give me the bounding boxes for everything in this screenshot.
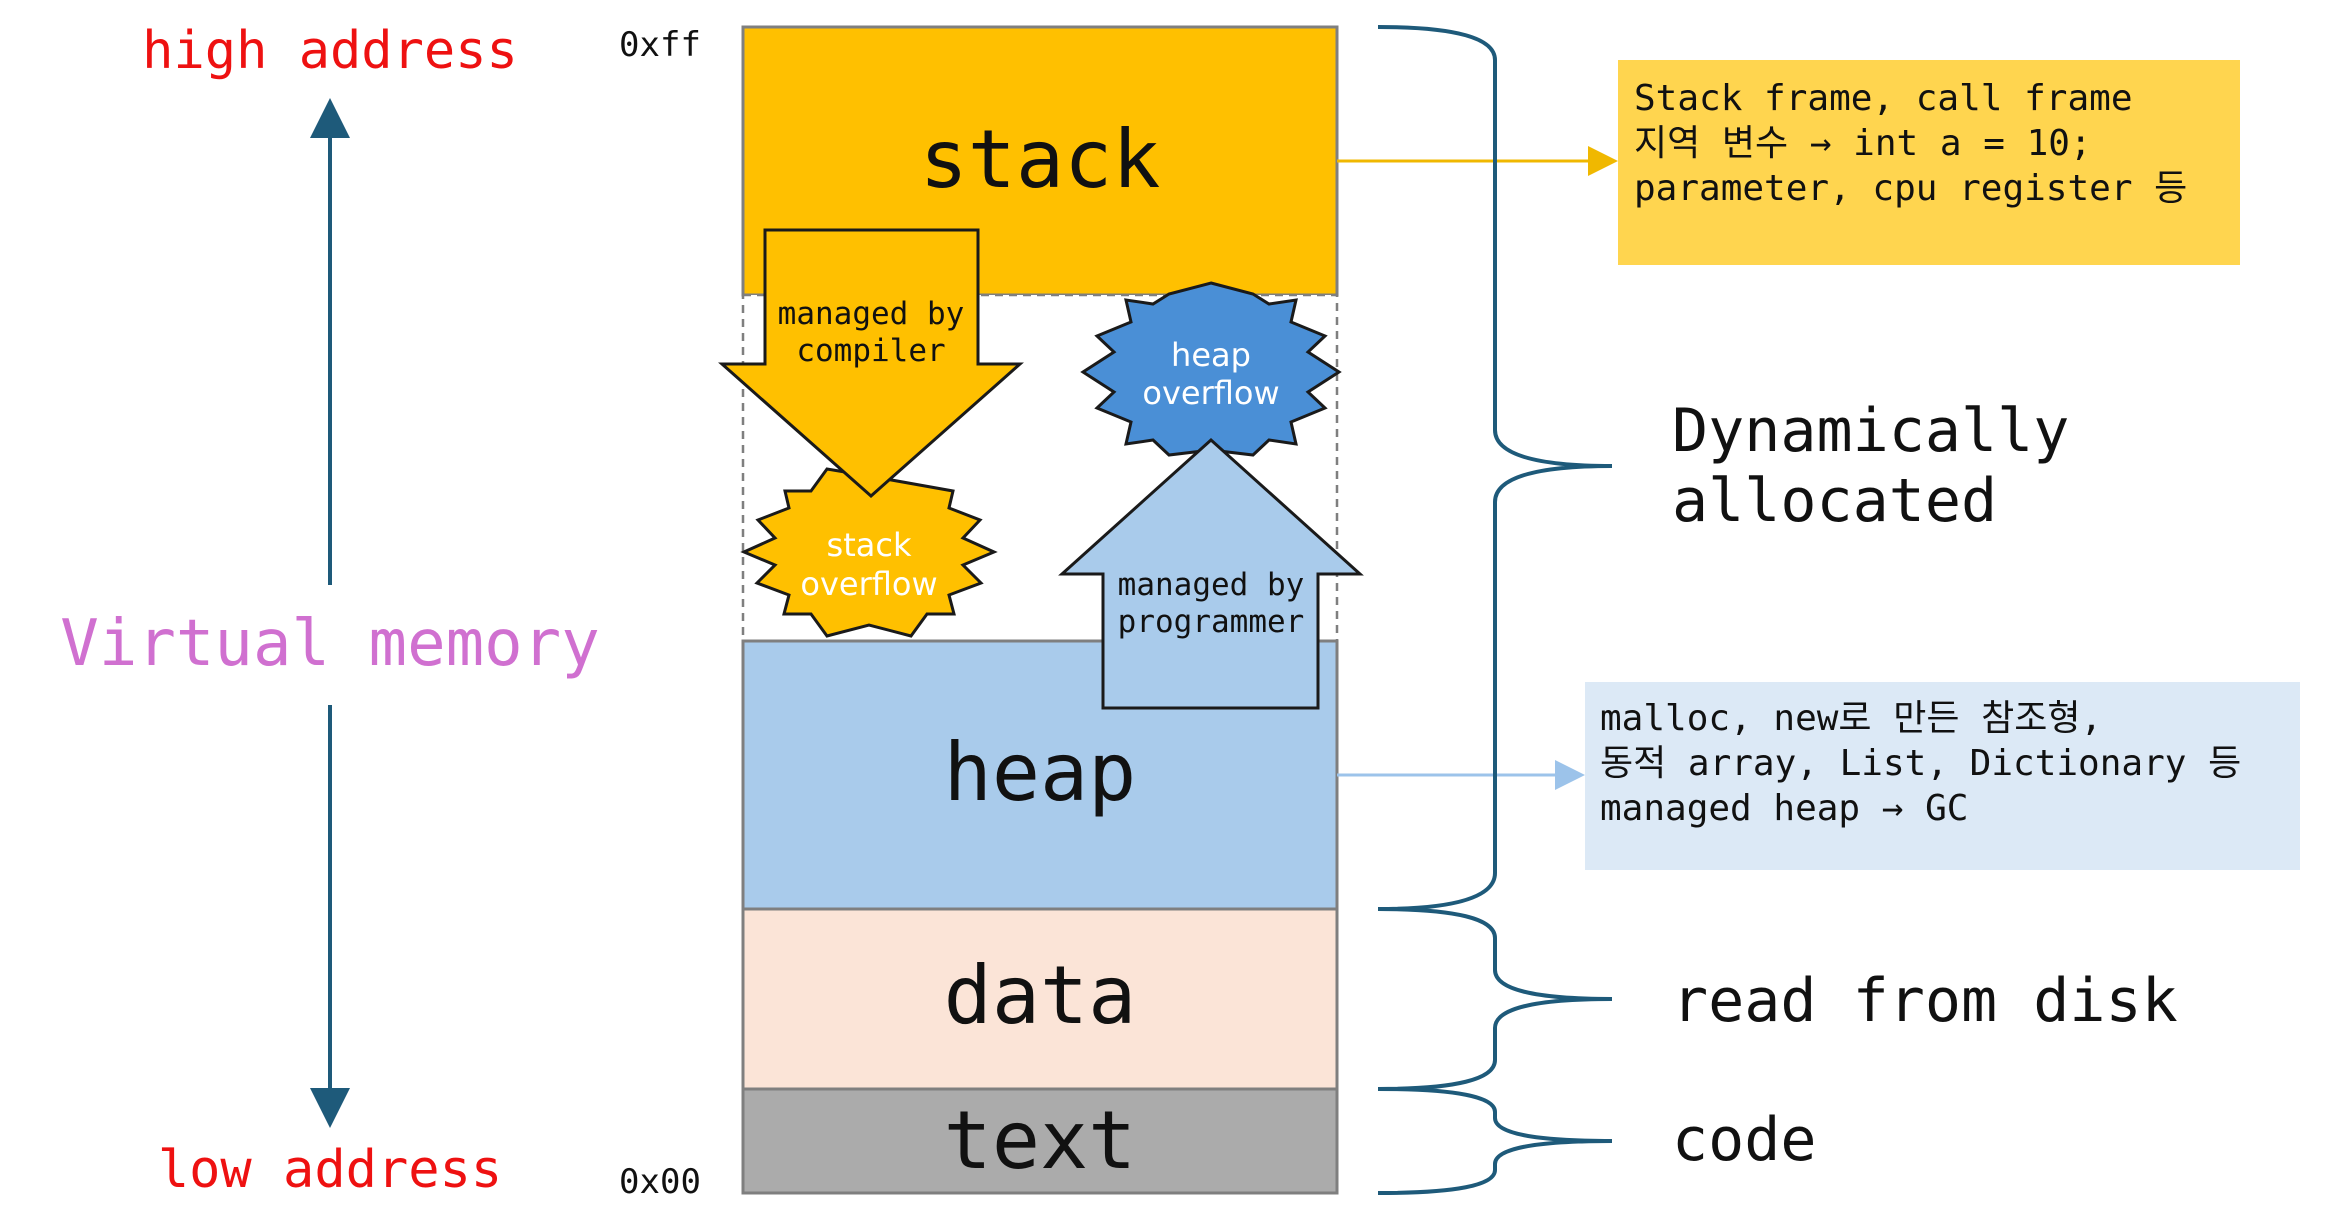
stack-overflow-text-2: overflow (800, 565, 937, 603)
text-segment (741, 1087, 1339, 1195)
virtual-memory-label: Virtual memory (60, 607, 599, 681)
compiler-arrow-text-1: managed by (778, 296, 965, 332)
stack-note-box (1618, 60, 2240, 265)
stack-label: stack (920, 113, 1161, 206)
compiler-arrow-text-2: compiler (796, 333, 945, 369)
address-top-label: 0xff (619, 25, 701, 65)
dynamic-label-line-1: Dynamically (1672, 396, 2069, 466)
compiler-down-arrow (718, 228, 1024, 499)
dynamic-brace (1377, 25, 1613, 911)
stack-overflow-text-1: stack (827, 526, 912, 564)
programmer-arrow-text-1: managed by (1118, 567, 1305, 603)
data-label: data (944, 949, 1137, 1042)
address-bottom-label: 0x00 (619, 1162, 701, 1202)
programmer-up-arrow (1058, 437, 1364, 710)
code-label: code (1672, 1105, 1817, 1175)
dynamic-label-line-2: allocated (1672, 466, 1997, 536)
stack-note-line-1: Stack frame, call frame (1634, 78, 2133, 119)
data-segment (741, 907, 1339, 1091)
code-brace (1377, 1087, 1613, 1195)
high-address-label: high address (142, 21, 518, 81)
heap-note-line-1: malloc, new로 만든 참조형, (1600, 698, 2102, 739)
stack-overflow-burst (740, 467, 998, 638)
heap-note-box (1585, 682, 2300, 870)
low-address-label: low address (158, 1140, 502, 1200)
programmer-arrow-text-2: programmer (1118, 604, 1305, 640)
stack-note-line-3: parameter, cpu register 등 (1634, 168, 2187, 209)
stack-note-line-2: 지역 변수 → int a = 10; (1634, 123, 2092, 164)
stack-segment (741, 25, 1339, 297)
heap-overflow-text-2: overflow (1142, 374, 1279, 412)
disk-brace (1377, 907, 1613, 1091)
disk-label: read from disk (1672, 966, 2178, 1036)
heap-overflow-text-1: heap (1171, 336, 1251, 374)
heap-note-line-2: 동적 array, List, Dictionary 등 (1600, 743, 2241, 784)
heap-note-line-3: managed heap → GC (1600, 788, 1968, 829)
text-label: text (944, 1094, 1137, 1187)
heap-label: heap (944, 726, 1137, 819)
